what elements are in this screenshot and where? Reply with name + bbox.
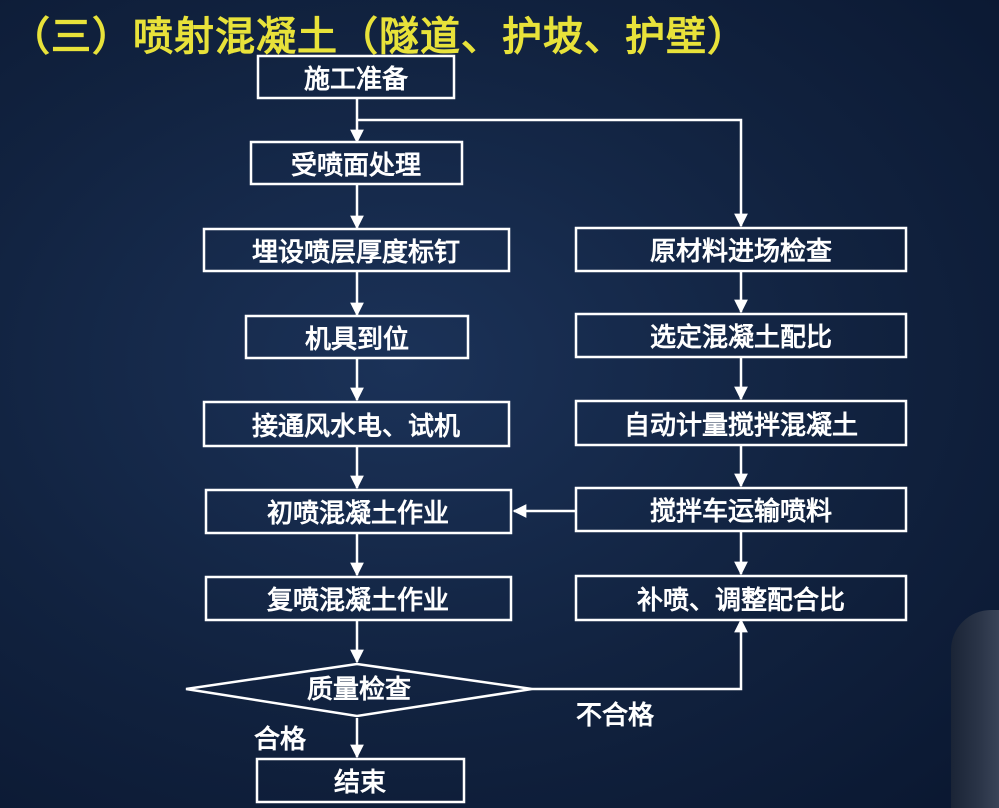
node-adjust: 补喷、调整配合比 bbox=[574, 574, 908, 622]
edge-prep-material bbox=[357, 118, 748, 228]
node-mix-ratio: 选定混凝土配比 bbox=[574, 312, 908, 359]
svg-text:复喷混凝土作业: 复喷混凝土作业 bbox=[267, 586, 449, 616]
svg-text:选定混凝土配比: 选定混凝土配比 bbox=[650, 322, 832, 353]
node-material: 原材料进场检查 bbox=[574, 226, 908, 273]
flow-edges bbox=[350, 98, 748, 759]
svg-text:初喷混凝土作业: 初喷混凝土作业 bbox=[267, 499, 449, 529]
edge-inspect-adjust bbox=[532, 618, 748, 691]
svg-text:补喷、调整配合比: 补喷、调整配合比 bbox=[637, 585, 845, 616]
svg-text:受喷面处理: 受喷面处理 bbox=[291, 150, 421, 181]
label-fail: 不合格 bbox=[576, 700, 655, 731]
node-transport: 搅拌车运输喷料 bbox=[574, 486, 908, 533]
svg-text:质量检查: 质量检查 bbox=[307, 674, 411, 705]
presenter-silhouette bbox=[951, 610, 999, 808]
svg-text:结束: 结束 bbox=[334, 767, 387, 798]
node-end: 结束 bbox=[255, 757, 466, 804]
node-auto-mix: 自动计量搅拌混凝土 bbox=[574, 399, 908, 447]
svg-text:原材料进场检查: 原材料进场检查 bbox=[650, 236, 832, 267]
svg-text:埋设喷层厚度标钉: 埋设喷层厚度标钉 bbox=[252, 237, 460, 268]
node-power: 接通风水电、试机 bbox=[202, 400, 511, 448]
label-pass: 合格 bbox=[254, 724, 307, 755]
svg-text:机具到位: 机具到位 bbox=[305, 324, 409, 355]
node-machine: 机具到位 bbox=[244, 314, 470, 360]
svg-text:搅拌车运输喷料: 搅拌车运输喷料 bbox=[650, 496, 832, 527]
node-first-spray: 初喷混凝土作业 bbox=[204, 488, 513, 535]
node-surface: 受喷面处理 bbox=[249, 140, 464, 186]
node-prep: 施工准备 bbox=[256, 54, 456, 100]
svg-text:施工准备: 施工准备 bbox=[304, 64, 409, 95]
svg-text:自动计量搅拌混凝土: 自动计量搅拌混凝土 bbox=[624, 410, 858, 441]
node-inspect: 质量检查 bbox=[185, 662, 533, 718]
svg-text:接通风水电、试机: 接通风水电、试机 bbox=[252, 412, 460, 442]
slide-title: （三）喷射混凝土（隧道、护坡、护壁） bbox=[10, 14, 748, 60]
node-re-spray: 复喷混凝土作业 bbox=[204, 575, 513, 622]
node-nails: 埋设喷层厚度标钉 bbox=[202, 227, 511, 273]
